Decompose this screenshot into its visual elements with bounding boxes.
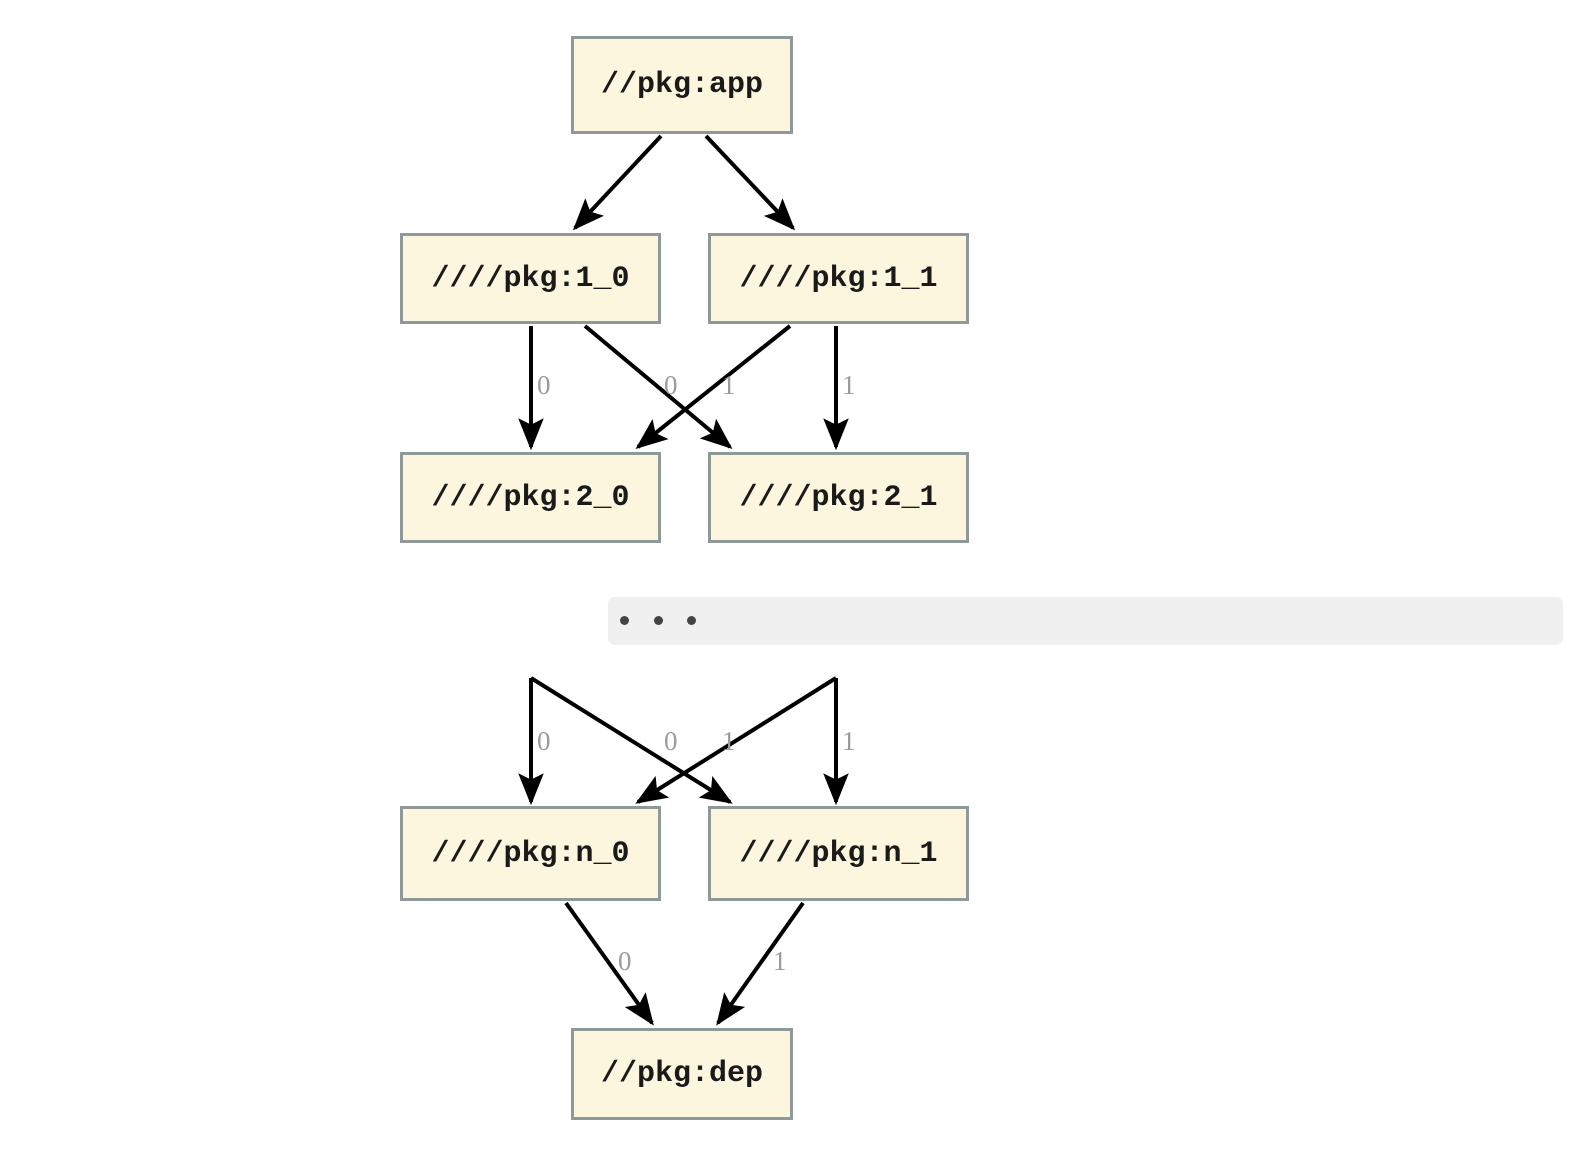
graph-node-label: //pkg:dep bbox=[600, 1057, 764, 1091]
graph-node-l1_1[interactable]: ////pkg:1_1 bbox=[708, 233, 969, 324]
graph-node-l2_0[interactable]: ////pkg:2_0 bbox=[400, 452, 661, 543]
ellipsis-dot bbox=[687, 616, 696, 625]
graph-node-ln_0[interactable]: ////pkg:n_0 bbox=[400, 806, 661, 901]
graph-edge bbox=[529, 676, 733, 804]
edge-label: 0 bbox=[664, 370, 678, 400]
ellipsis-band bbox=[608, 597, 1563, 645]
graph-node-label: //pkg:app bbox=[600, 68, 764, 102]
graph-edge bbox=[564, 901, 654, 1026]
graph-edge bbox=[583, 324, 733, 450]
ellipsis-dot bbox=[654, 616, 663, 625]
graph-edge bbox=[716, 901, 805, 1026]
graph-edge bbox=[635, 676, 838, 804]
graph-edge bbox=[704, 134, 796, 231]
edge-label: 0 bbox=[664, 726, 678, 756]
graph-node-label: ////pkg:2_0 bbox=[431, 480, 630, 515]
edge-label: 0 bbox=[618, 946, 632, 976]
edge-label: 1 bbox=[722, 726, 736, 756]
graph-edge bbox=[635, 324, 792, 449]
edge-label: 1 bbox=[842, 370, 856, 400]
ellipsis-dot bbox=[620, 616, 629, 625]
graph-node-label: ////pkg:2_1 bbox=[739, 480, 938, 515]
edge-label: 1 bbox=[842, 726, 856, 756]
graph-node-label: ////pkg:n_0 bbox=[431, 836, 630, 871]
graph-node-l2_1[interactable]: ////pkg:2_1 bbox=[708, 452, 969, 543]
graph-edge bbox=[572, 134, 663, 231]
graph-node-l1_0[interactable]: ////pkg:1_0 bbox=[400, 233, 661, 324]
edge-lines bbox=[518, 134, 849, 1026]
graph-node-label: ////pkg:1_1 bbox=[739, 261, 938, 296]
graph-node-dep[interactable]: //pkg:dep bbox=[571, 1028, 793, 1120]
graph-node-label: ////pkg:1_0 bbox=[431, 261, 630, 296]
edge-label: 0 bbox=[537, 726, 551, 756]
edge-label: 1 bbox=[773, 946, 787, 976]
graph-node-label: ////pkg:n_1 bbox=[739, 836, 938, 871]
edge-label: 1 bbox=[722, 370, 736, 400]
graph-node-ln_1[interactable]: ////pkg:n_1 bbox=[708, 806, 969, 901]
graph-node-app[interactable]: //pkg:app bbox=[571, 36, 793, 134]
edge-label: 0 bbox=[537, 370, 551, 400]
